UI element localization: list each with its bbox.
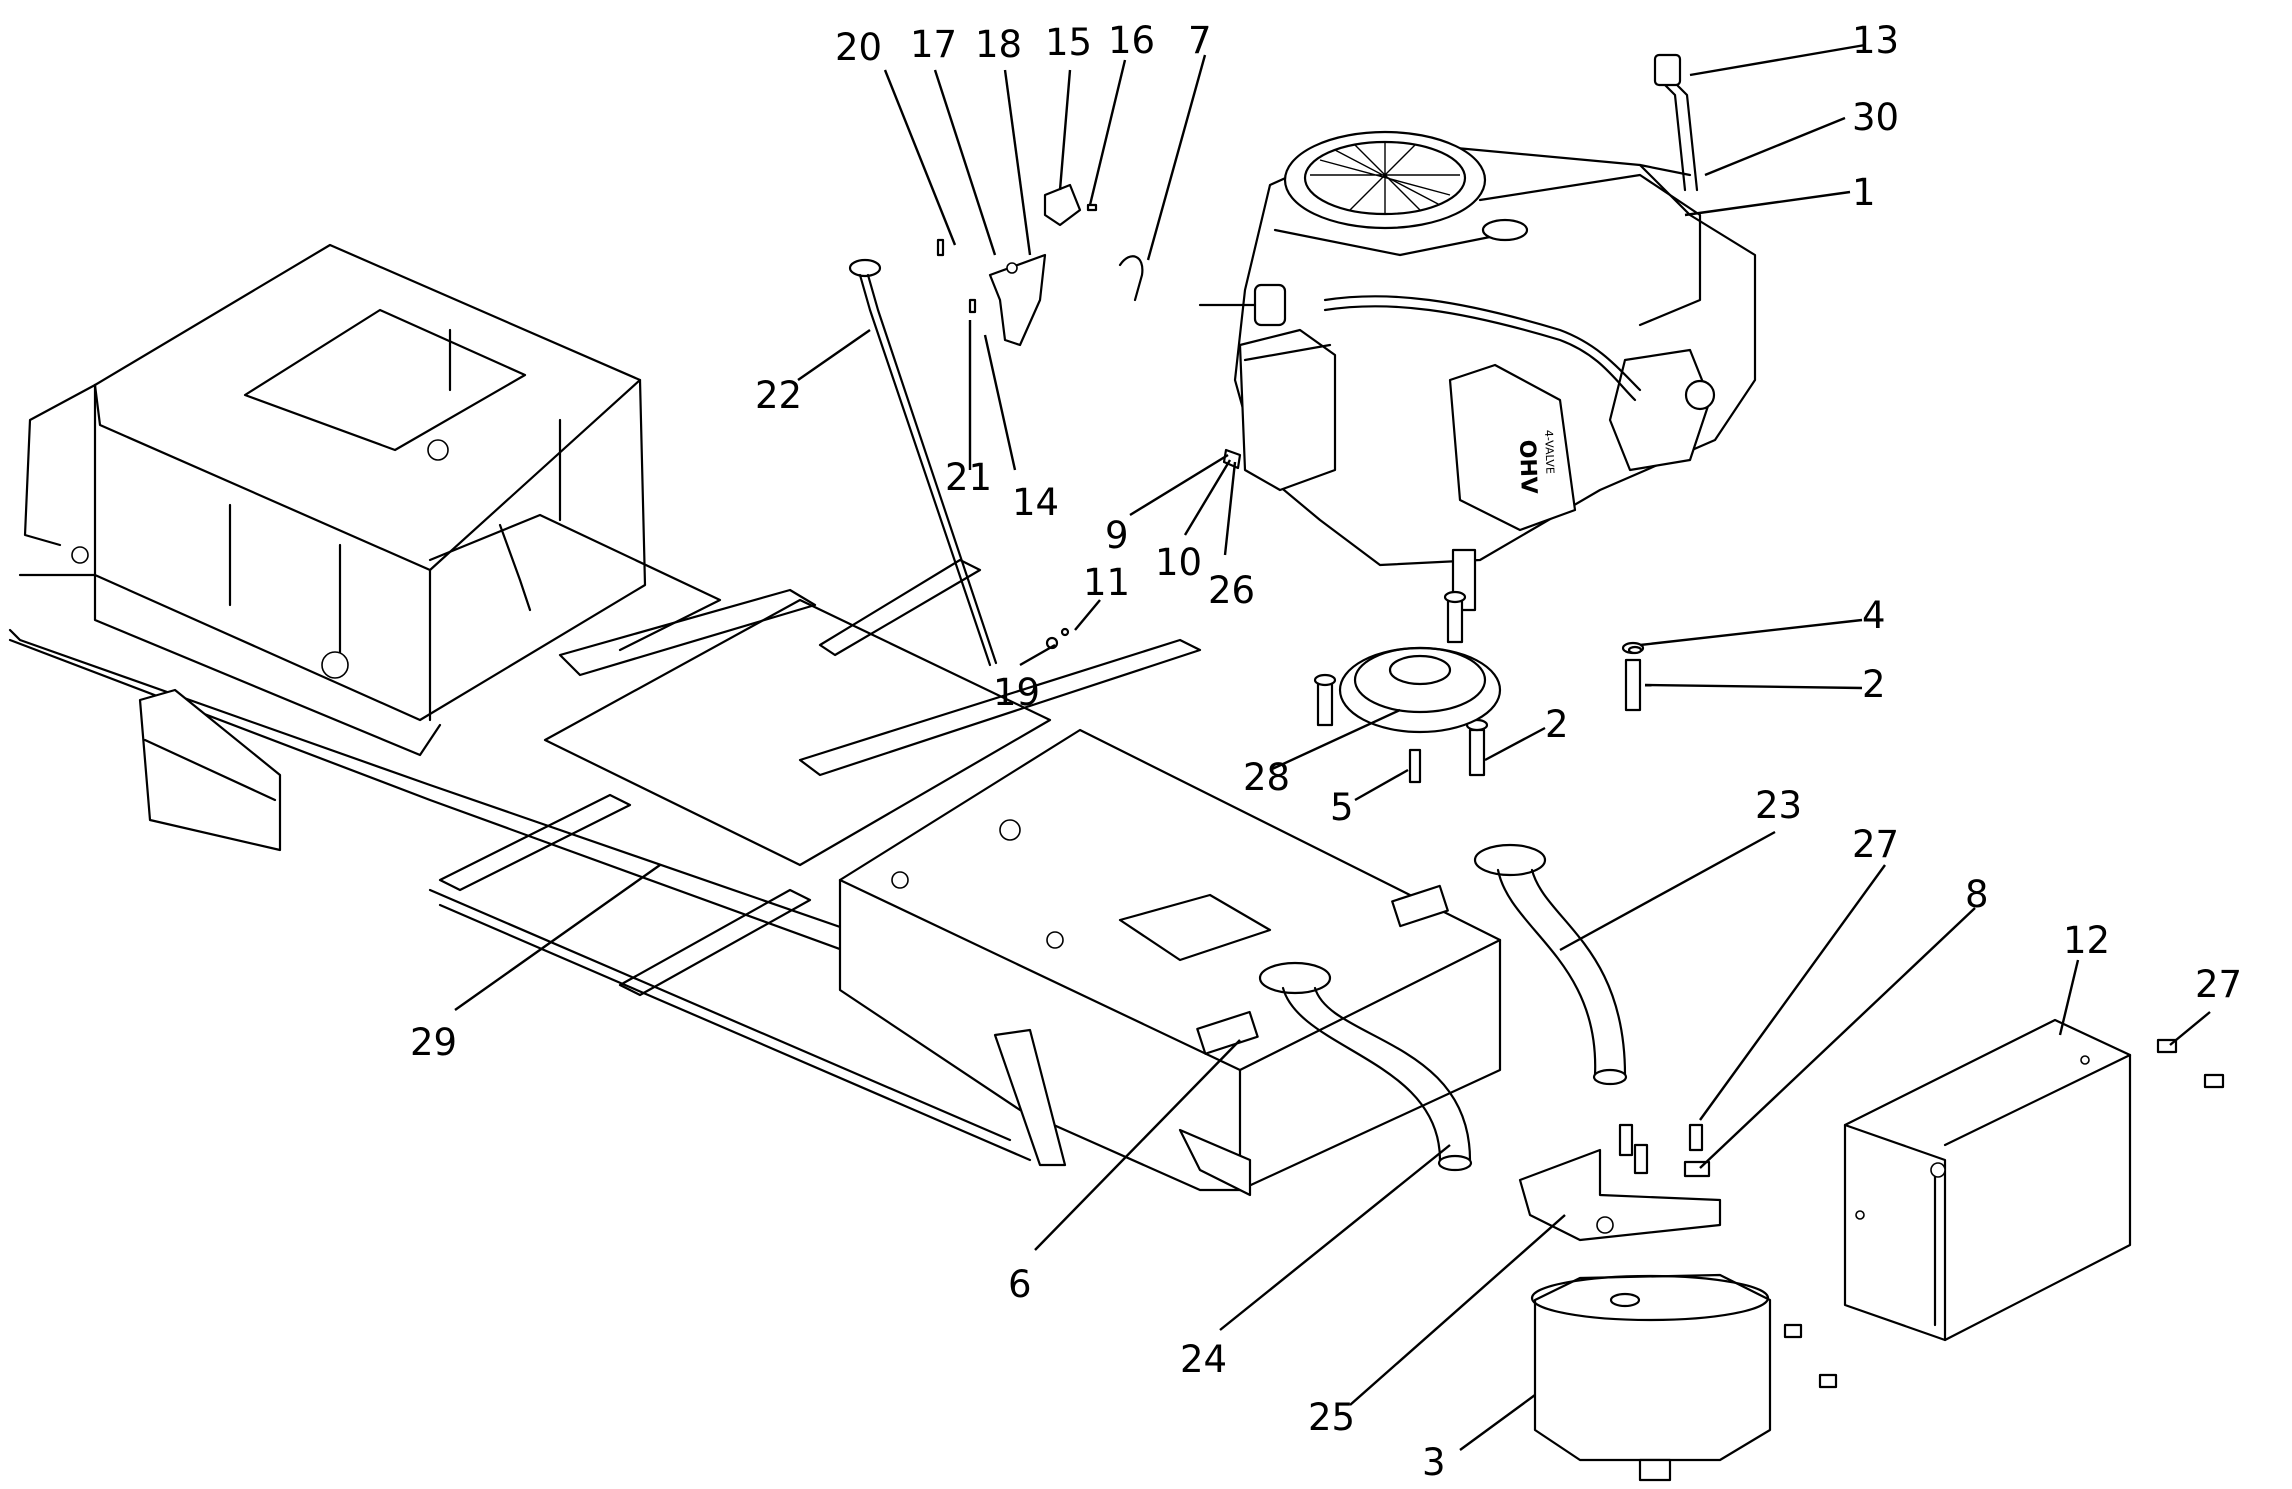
callout-27b: 27 bbox=[2195, 963, 2242, 1006]
callout-25: 25 bbox=[1308, 1396, 1355, 1439]
callout-2b: 2 bbox=[1545, 703, 1569, 746]
callout-24: 24 bbox=[1180, 1338, 1227, 1381]
callout-3: 3 bbox=[1422, 1441, 1446, 1484]
callout-11: 11 bbox=[1083, 561, 1130, 604]
engine: OHV 4-VALVE bbox=[1198, 130, 1757, 612]
fasteners bbox=[1045, 448, 1645, 784]
callout-10: 10 bbox=[1155, 541, 1202, 584]
exhaust-pipe-23 bbox=[1473, 843, 1628, 1086]
heat-shield bbox=[1783, 1018, 2225, 1389]
breather-tube bbox=[1638, 53, 1699, 192]
callout-29: 29 bbox=[410, 1021, 457, 1064]
callout-19: 19 bbox=[993, 671, 1040, 714]
callout-6: 6 bbox=[1008, 1263, 1032, 1306]
callout-8: 8 bbox=[1965, 873, 1989, 916]
callout-17: 17 bbox=[910, 23, 957, 66]
callout-30: 30 bbox=[1852, 96, 1899, 139]
callout-15: 15 bbox=[1045, 21, 1092, 64]
callout-12: 12 bbox=[2063, 919, 2110, 962]
callout-7: 7 bbox=[1188, 19, 1212, 62]
callout-14: 14 bbox=[1012, 481, 1059, 524]
callout-2a: 2 bbox=[1862, 663, 1886, 706]
throttle-control bbox=[936, 183, 1098, 347]
engine-label: OHV bbox=[1514, 439, 1541, 494]
frame-assembly bbox=[8, 243, 1502, 1197]
callout-22: 22 bbox=[755, 374, 802, 417]
callout-labels: 1 2 2 3 4 5 6 7 8 9 10 11 12 13 14 15 16… bbox=[410, 19, 2242, 1484]
callout-16: 16 bbox=[1108, 19, 1155, 62]
callout-21: 21 bbox=[945, 456, 992, 499]
callout-26: 26 bbox=[1208, 569, 1255, 612]
cable-22 bbox=[848, 258, 998, 667]
callout-27a: 27 bbox=[1852, 823, 1899, 866]
callout-23: 23 bbox=[1755, 784, 1802, 827]
callout-4: 4 bbox=[1862, 594, 1886, 637]
callout-20: 20 bbox=[835, 26, 882, 69]
callout-5: 5 bbox=[1330, 786, 1354, 829]
leader-lines bbox=[454, 43, 2211, 1451]
callout-9: 9 bbox=[1105, 514, 1129, 557]
callout-28: 28 bbox=[1243, 756, 1290, 799]
engine-sublabel: 4-VALVE bbox=[1542, 430, 1557, 475]
exhaust-pipe-24 bbox=[1258, 961, 1473, 1172]
muffler bbox=[1530, 1273, 1772, 1482]
callout-1: 1 bbox=[1852, 171, 1876, 214]
callout-13: 13 bbox=[1852, 19, 1899, 62]
callout-18: 18 bbox=[975, 23, 1022, 66]
pulley bbox=[1338, 646, 1502, 734]
muffler-bracket bbox=[1518, 1123, 1722, 1242]
clamp-7 bbox=[1118, 255, 1144, 302]
